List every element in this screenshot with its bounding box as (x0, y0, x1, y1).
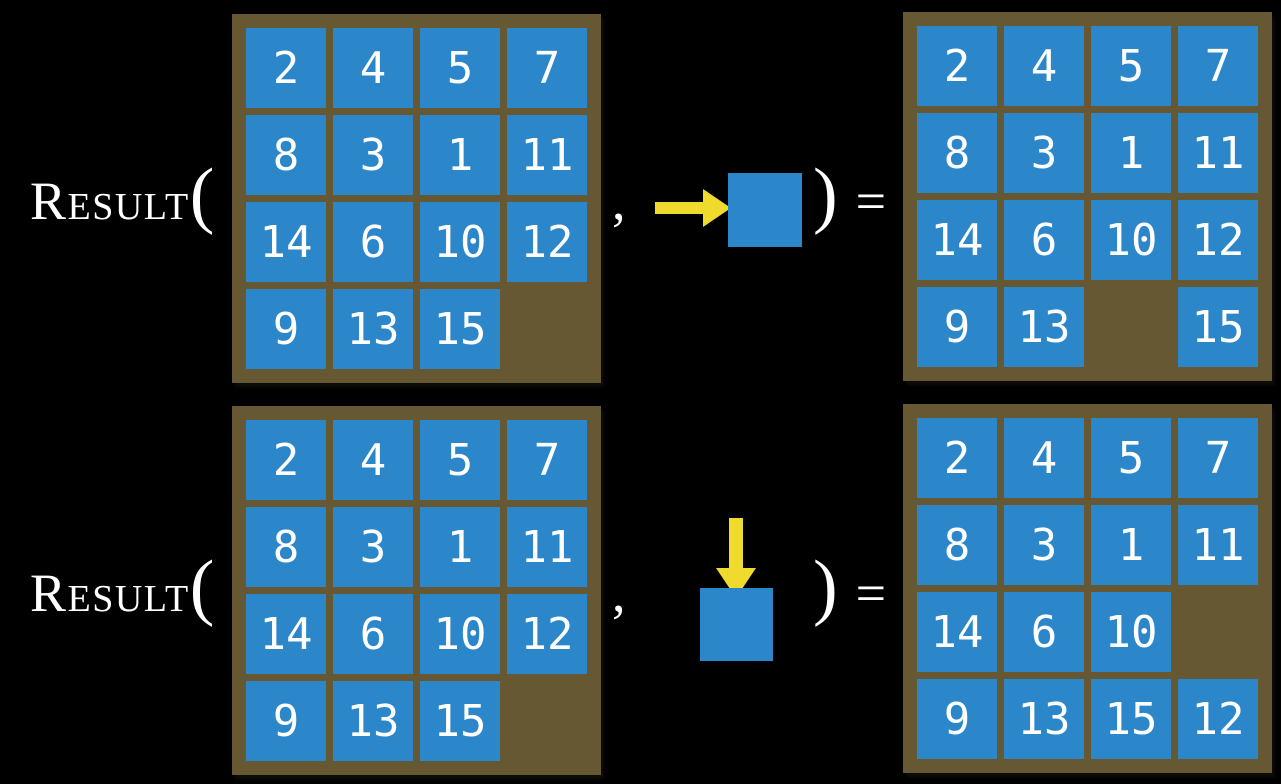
close-paren: ) (813, 546, 838, 628)
puzzle-cell: 10 (1091, 200, 1171, 280)
puzzle-cell: 12 (1178, 679, 1258, 759)
close-paren-equals: ) = (813, 550, 886, 624)
puzzle-cell: 14 (917, 592, 997, 672)
result-function-label: Result( (30, 158, 214, 232)
puzzle-cell: 2 (917, 26, 997, 106)
output-board: 2 4 5 7 8 3 1 11 14 6 10 12 9 13 15 (903, 12, 1272, 381)
puzzle-cell: 14 (246, 594, 326, 674)
puzzle-cell: 9 (917, 287, 997, 367)
puzzle-cell: 5 (420, 420, 500, 500)
puzzle-cell: 3 (1004, 113, 1084, 193)
puzzle-cell: 7 (507, 28, 587, 108)
puzzle-cell: 6 (1004, 592, 1084, 672)
puzzle-cell: 10 (420, 202, 500, 282)
puzzle-cell: 12 (507, 594, 587, 674)
puzzle-cell: 13 (333, 681, 413, 761)
puzzle-cell: 7 (1178, 418, 1258, 498)
puzzle-cell: 7 (1178, 26, 1258, 106)
move-tile-square (700, 588, 773, 661)
puzzle-cell: 13 (333, 289, 413, 369)
puzzle-cell: 13 (1004, 679, 1084, 759)
puzzle-cell: 5 (420, 28, 500, 108)
puzzle-cell: 6 (333, 594, 413, 674)
puzzle-cell: 9 (246, 289, 326, 369)
input-board: 2 4 5 7 8 3 1 11 14 6 10 12 9 13 15 (232, 406, 601, 775)
puzzle-cell: 1 (1091, 505, 1171, 585)
puzzle-cell: 11 (507, 507, 587, 587)
puzzle-cell: 8 (917, 505, 997, 585)
puzzle-cell: 4 (1004, 418, 1084, 498)
puzzle-cell: 1 (1091, 113, 1171, 193)
puzzle-cell: 14 (917, 200, 997, 280)
equals-sign: = (855, 171, 887, 231)
puzzle-cell: 6 (333, 202, 413, 282)
puzzle-cell: 3 (333, 115, 413, 195)
puzzle-cell: 6 (1004, 200, 1084, 280)
equals-sign: = (855, 563, 887, 623)
puzzle-cell: 8 (246, 115, 326, 195)
arrow-right-icon (655, 186, 731, 230)
puzzle-cell: 11 (507, 115, 587, 195)
puzzle-cell: 4 (333, 420, 413, 500)
puzzle-cell: 12 (1178, 200, 1258, 280)
example-row-slide-right: Result( 2 4 5 7 8 3 1 11 14 6 10 12 9 13… (30, 12, 1272, 383)
puzzle-cell: 3 (1004, 505, 1084, 585)
puzzle-cell: 2 (246, 420, 326, 500)
puzzle-cell: 11 (1178, 113, 1258, 193)
puzzle-cell: 7 (507, 420, 587, 500)
close-paren-equals: ) = (813, 158, 886, 232)
open-paren: ( (189, 546, 215, 628)
puzzle-cell: 5 (1091, 418, 1171, 498)
puzzle-cell: 4 (333, 28, 413, 108)
puzzle-cell (507, 681, 587, 761)
open-paren: ( (189, 154, 215, 236)
puzzle-cell: 11 (1178, 505, 1258, 585)
input-board: 2 4 5 7 8 3 1 11 14 6 10 12 9 13 15 (232, 14, 601, 383)
result-function-label: Result( (30, 550, 214, 624)
puzzle-cell: 15 (1178, 287, 1258, 367)
function-name: Result (30, 171, 190, 231)
puzzle-cell: 1 (420, 115, 500, 195)
puzzle-cell: 15 (1091, 679, 1171, 759)
puzzle-cell: 10 (1091, 592, 1171, 672)
puzzle-cell: 5 (1091, 26, 1171, 106)
arrow-down-icon (714, 518, 758, 598)
puzzle-cell: 9 (917, 679, 997, 759)
puzzle-cell: 14 (246, 202, 326, 282)
output-board: 2 4 5 7 8 3 1 11 14 6 10 9 13 15 12 (903, 404, 1272, 773)
comma-separator: , (612, 563, 626, 623)
puzzle-cell: 12 (507, 202, 587, 282)
puzzle-cell: 9 (246, 681, 326, 761)
puzzle-cell: 1 (420, 507, 500, 587)
puzzle-cell (1091, 287, 1171, 367)
puzzle-cell: 8 (246, 507, 326, 587)
puzzle-cell: 13 (1004, 287, 1084, 367)
puzzle-cell: 8 (917, 113, 997, 193)
puzzle-cell: 10 (420, 594, 500, 674)
puzzle-cell: 15 (420, 681, 500, 761)
close-paren: ) (813, 154, 838, 236)
puzzle-cell (1178, 592, 1258, 672)
comma-separator: , (612, 171, 626, 231)
example-row-slide-down: Result( 2 4 5 7 8 3 1 11 14 6 10 12 9 13… (0, 392, 1281, 784)
puzzle-cell: 15 (420, 289, 500, 369)
function-name: Result (30, 563, 190, 623)
puzzle-cell (507, 289, 587, 369)
puzzle-cell: 2 (917, 418, 997, 498)
puzzle-cell: 3 (333, 507, 413, 587)
puzzle-cell: 2 (246, 28, 326, 108)
puzzle-cell: 4 (1004, 26, 1084, 106)
move-tile-square (728, 173, 802, 247)
